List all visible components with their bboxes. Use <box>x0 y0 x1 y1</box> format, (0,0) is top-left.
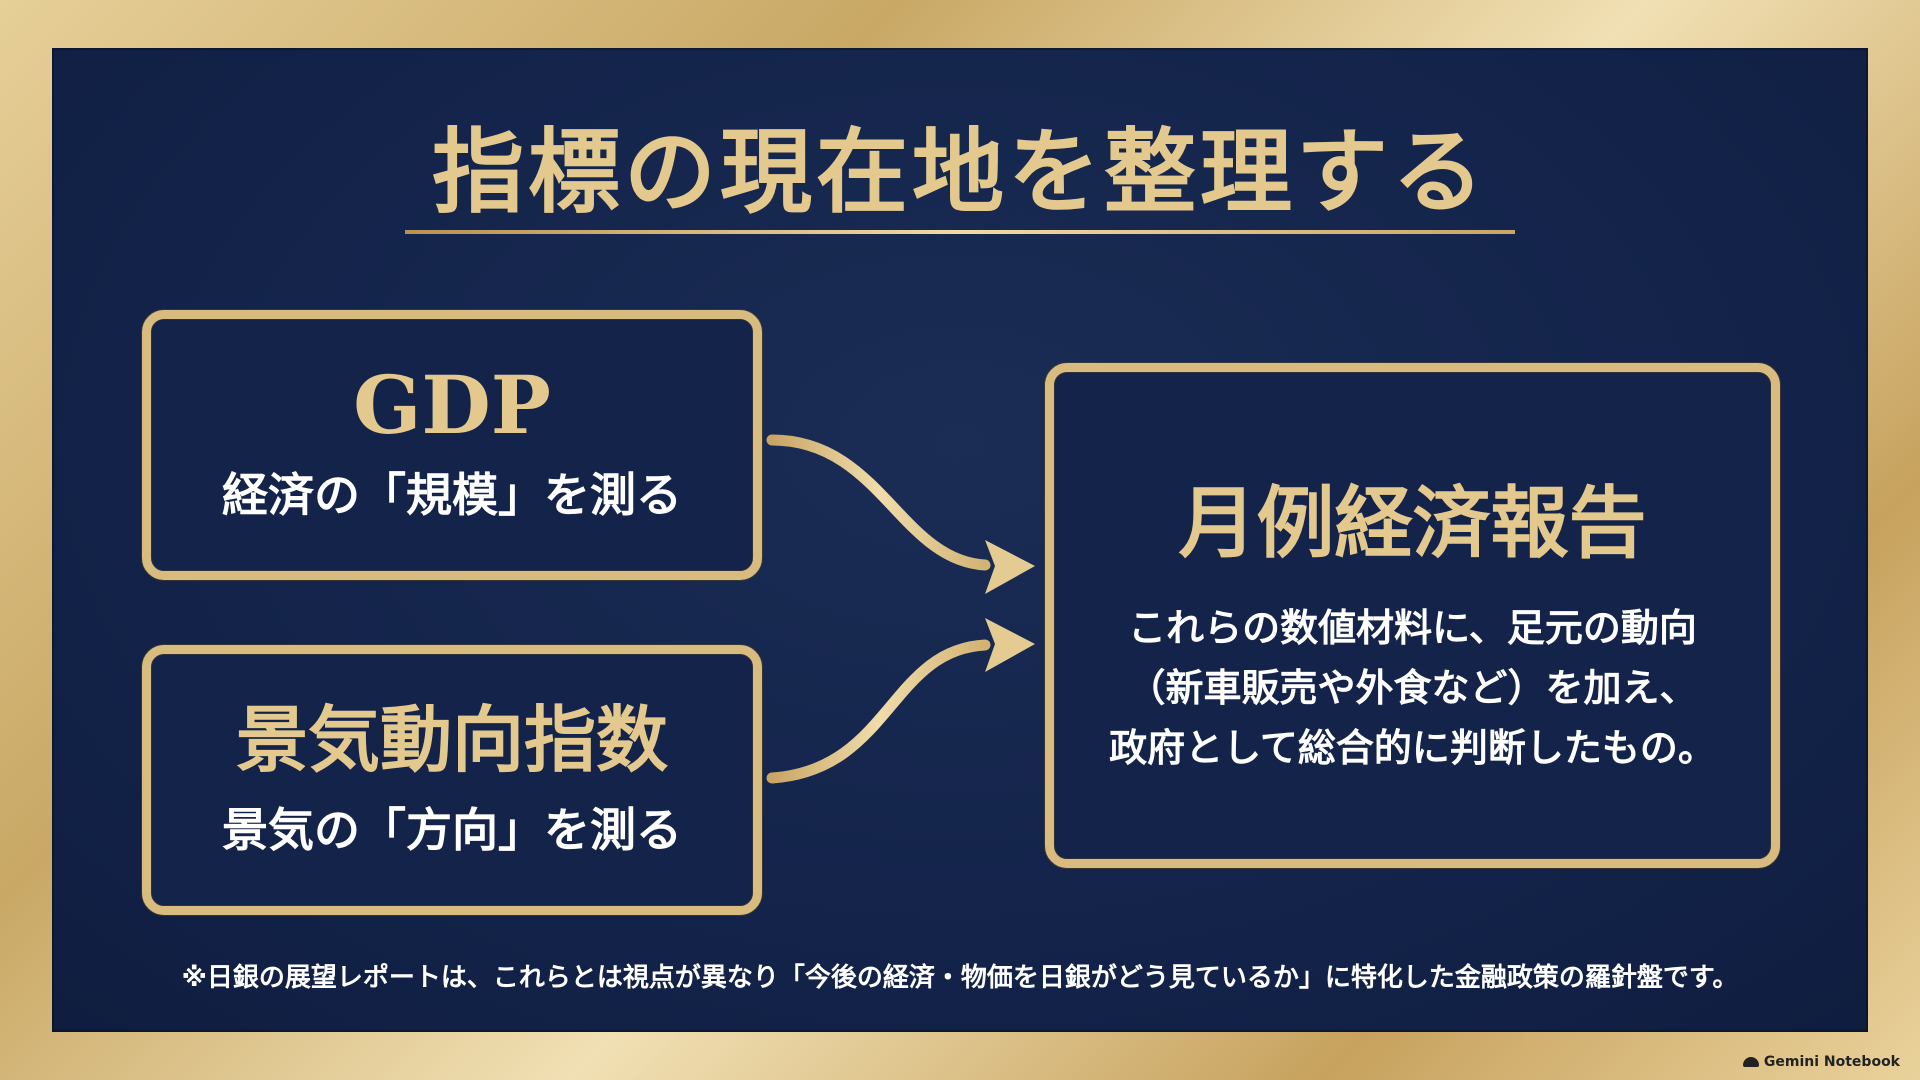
arrow-keiki-to-report <box>766 639 991 784</box>
gdp-heading: GDP <box>353 358 551 452</box>
gdp-subtitle: 経済の「規模」を測る <box>222 468 682 522</box>
keiki-box: 景気動向指数 景気の「方向」を測る <box>142 645 762 915</box>
title-underline <box>405 230 1515 234</box>
keiki-heading: 景気動向指数 <box>235 697 668 782</box>
brand-watermark: Gemini Notebook <box>1742 1054 1900 1070</box>
brand-icon <box>1742 1057 1759 1067</box>
report-heading: 月例経済報告 <box>1178 478 1647 569</box>
report-box: 月例経済報告 これらの数値材料に、足元の動向 （新車販売や外食など）を加え、 政… <box>1045 363 1780 868</box>
arrow-gdp-head <box>985 540 1035 594</box>
report-body: これらの数値材料に、足元の動向 （新車販売や外食など）を加え、 政府として総合的… <box>1074 598 1751 778</box>
report-body-line-2: （新車販売や外食など）を加え、 <box>1127 666 1698 710</box>
report-body-line-1: これらの数値材料に、足元の動向 <box>1128 606 1697 650</box>
brand-label: Gemini Notebook <box>1763 1054 1900 1070</box>
keiki-subtitle: 景気の「方向」を測る <box>222 803 682 857</box>
gdp-box: GDP 経済の「規模」を測る <box>142 310 762 580</box>
footnote: ※日銀の展望レポートは、これらとは視点が異なり「今後の経済・物価を日銀がどう見て… <box>181 963 1739 993</box>
arrow-keiki-head <box>985 618 1035 672</box>
slide-title: 指標の現在地を整理する <box>431 118 1488 226</box>
report-body-line-3: 政府として総合的に判断したもの。 <box>1109 726 1716 770</box>
arrow-gdp-to-report <box>766 434 991 571</box>
